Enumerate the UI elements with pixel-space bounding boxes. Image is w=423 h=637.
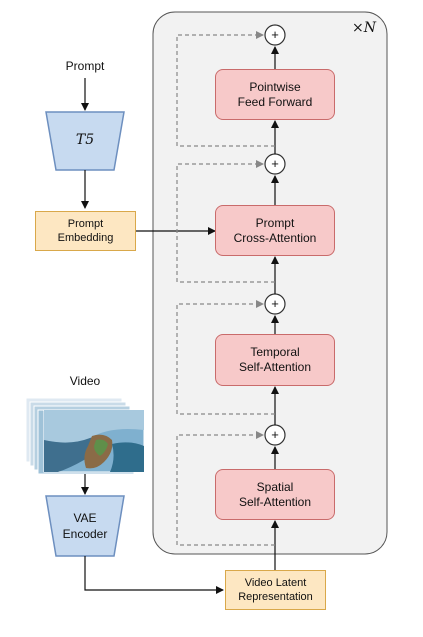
prompt-embedding-line1: Prompt xyxy=(67,218,104,230)
residual-add-circles xyxy=(264,24,286,446)
prompt-input-label: Prompt xyxy=(65,59,105,73)
repeat-n-label: ×N xyxy=(352,20,376,36)
video-latent-line1: Video Latent xyxy=(244,577,307,589)
vae-label-line2: Encoder xyxy=(62,527,108,541)
transformer-block-container xyxy=(152,11,388,555)
cross-attention-line1: Prompt xyxy=(255,215,295,230)
add-symbol-spatial: + xyxy=(271,427,279,442)
video-latent-line2: Representation xyxy=(238,591,313,603)
temporal-line1: Temporal xyxy=(250,345,300,359)
t5-encoder-label: T5 xyxy=(75,132,95,148)
vae-encoder-shape xyxy=(45,495,125,557)
cross-attention-line2: Cross-Attention xyxy=(233,230,317,245)
add-symbol-cross: + xyxy=(271,156,279,171)
cross-attention-block: Prompt Cross-Attention xyxy=(215,205,335,256)
main-flow-arrows xyxy=(81,46,279,594)
video-latent-box: Video Latent Representation xyxy=(225,570,326,610)
video-frames-image xyxy=(25,397,145,475)
vae-encoder-label: VAE Encoder xyxy=(56,510,114,542)
prompt-embedding-line2: Embedding xyxy=(57,232,114,244)
temporal-line2: Self-Attention xyxy=(238,360,312,374)
feed-forward-line1: Pointwise xyxy=(249,79,301,94)
prompt-embedding-box: Prompt Embedding xyxy=(35,211,136,251)
temporal-attention-block: Temporal Self-Attention xyxy=(215,334,335,386)
vae-label-line1: VAE xyxy=(73,511,97,525)
spatial-attention-block: Spatial Self-Attention xyxy=(215,469,335,520)
feed-forward-line2: Feed Forward xyxy=(237,94,313,109)
add-symbol-temporal: + xyxy=(271,296,279,311)
video-input-label: Video xyxy=(69,374,101,388)
spatial-line2: Self-Attention xyxy=(238,494,312,509)
add-symbol-top: + xyxy=(271,27,279,42)
t5-encoder-shape xyxy=(45,111,125,171)
feed-forward-block: Pointwise Feed Forward xyxy=(215,69,335,120)
spatial-line1: Spatial xyxy=(256,479,294,494)
residual-skip-connections xyxy=(176,31,275,546)
